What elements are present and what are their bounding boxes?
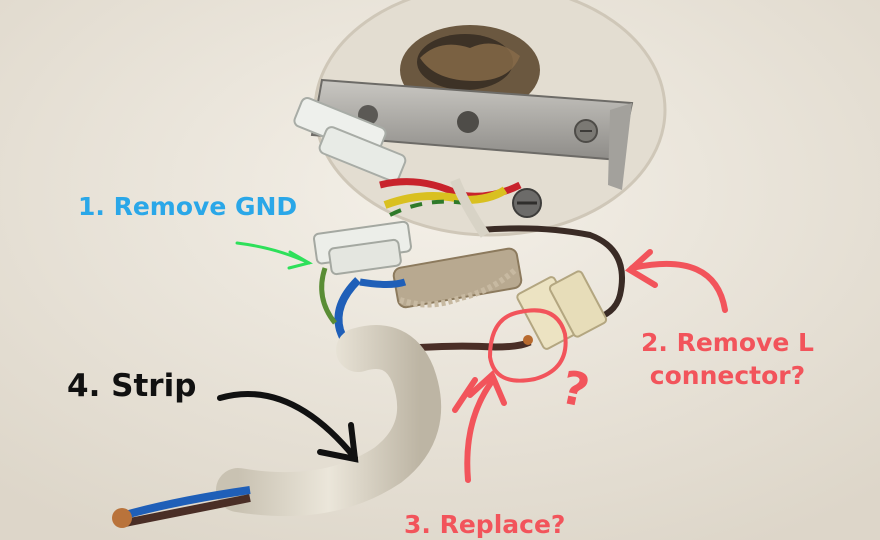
- gnd-connector: [312, 220, 412, 276]
- black-arrow: [217, 391, 359, 463]
- red-circle: [487, 308, 568, 383]
- metal-bracket: [310, 78, 634, 190]
- annotation-replace: 3. Replace?: [404, 510, 566, 539]
- annotation-remove-gnd: 1. Remove GND: [78, 192, 298, 221]
- red-arrow: [624, 249, 728, 313]
- annotation-line: connector?: [649, 361, 806, 390]
- upper-terminal-block: [293, 97, 407, 183]
- red-arrow: [452, 369, 507, 483]
- old-connector: [392, 247, 523, 309]
- green-arrow: [235, 241, 313, 270]
- annotation-strip: 4. Strip: [67, 368, 197, 404]
- annotation-line: 2. Remove L: [641, 328, 814, 357]
- annotation-remove-l-connector: 2. Remove L connector?: [641, 326, 814, 392]
- white-cable: [216, 325, 442, 517]
